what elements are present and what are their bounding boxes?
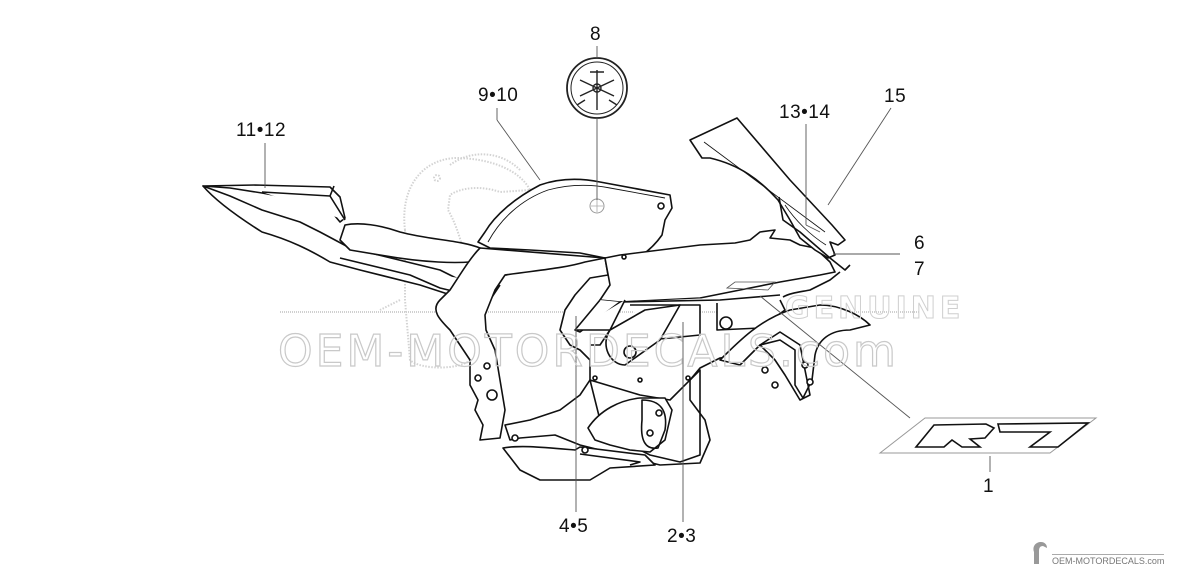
side-cowl-flaps	[719, 304, 871, 401]
watermark-text: OEM-MOTORDECALS.com	[277, 325, 899, 377]
watermark-genuine: GENUINE	[784, 291, 965, 327]
callout-8: 8	[590, 24, 602, 45]
leader-lines	[264, 46, 991, 522]
footer-text: OEM-MOTORDECALS.com	[1052, 554, 1165, 566]
tuning-fork-emblem	[566, 57, 628, 214]
bird-logo-icon	[1033, 542, 1047, 564]
callout-6: 6	[914, 233, 926, 254]
callout-2-3: 2•3	[667, 526, 697, 547]
r7-small-emblem	[725, 281, 776, 291]
tail-cowl	[202, 184, 501, 301]
callout-1: 1	[983, 476, 995, 497]
callout-7: 7	[914, 259, 926, 280]
watermark-bird-icon	[379, 153, 532, 369]
r7-emblem-decal	[878, 417, 1098, 454]
callout-9-10: 9•10	[478, 85, 519, 106]
lower-fairing	[502, 369, 701, 481]
callout-4-5: 4•5	[559, 516, 589, 537]
callout-11-12: 11•12	[236, 120, 287, 141]
callout-15: 15	[884, 86, 907, 107]
footer-logo: OEM-MOTORDECALS.com	[1030, 540, 1165, 566]
front-fairing	[574, 229, 841, 366]
callout-13-14: 13•14	[779, 102, 831, 123]
